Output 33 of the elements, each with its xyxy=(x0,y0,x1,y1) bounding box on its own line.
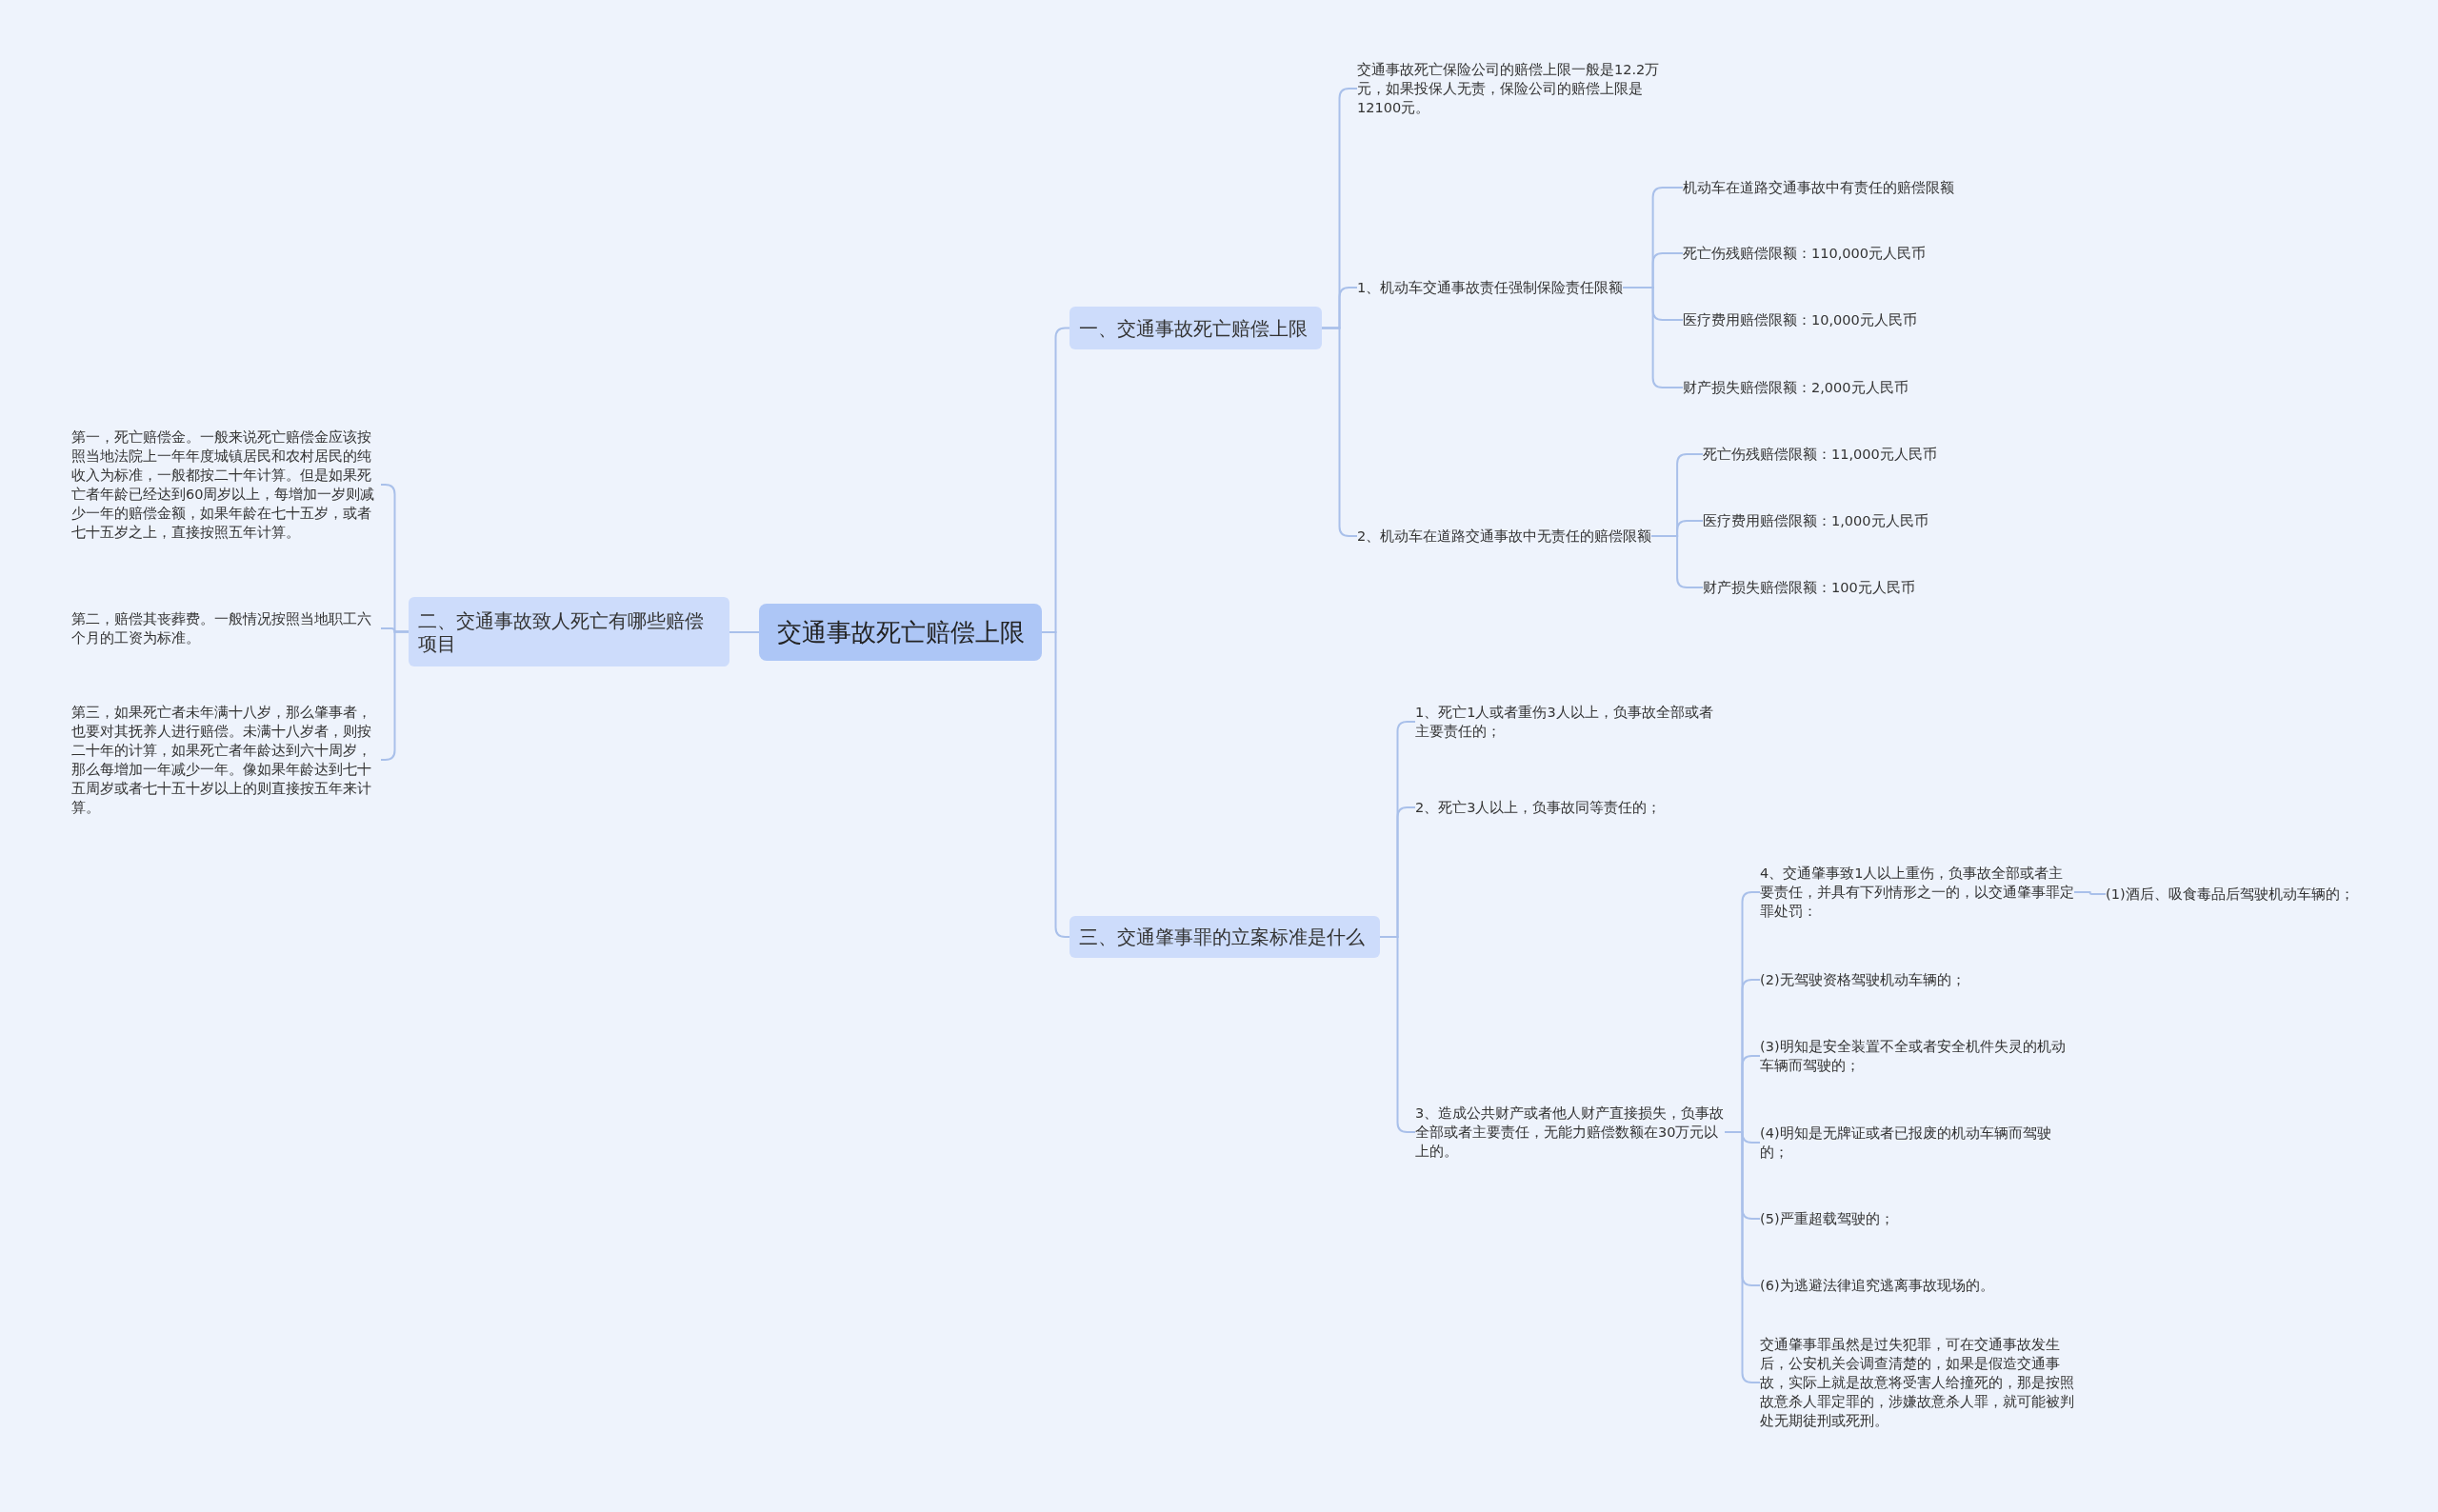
subtopic-text: 交通事故死亡保险公司的赔偿上限一般是12.2万元，如果投保人无责，保险公司的赔偿上限是12100元。 xyxy=(1357,60,1671,117)
subtopic-text: (3)明知是安全装置不全或者安全机件失灵的机动车辆而驾驶的； xyxy=(1760,1037,2074,1075)
connector-line xyxy=(1622,287,1684,388)
subtopic-text: (6)为逃避法律追究逃离事故现场的。 xyxy=(1760,1276,1994,1295)
subtopic-text: (5)严重超载驾驶的； xyxy=(1760,1209,1894,1228)
subtopic-text: 2、机动车在道路交通事故中无责任的赔偿限额 xyxy=(1357,527,1652,546)
subtopic-text: 2、死亡3人以上，负事故同等责任的； xyxy=(1415,798,1662,817)
subtopic-text: 3、造成公共财产或者他人财产直接损失，负事故全部或者主要责任，无能力赔偿数额在30万元以上的。 xyxy=(1415,1104,1725,1161)
subtopic-text: 第二，赔偿其丧葬费。一般情况按照当地职工六个月的工资为标准。 xyxy=(71,609,381,647)
subtopic-text: 医疗费用赔偿限额：1,000元人民币 xyxy=(1703,511,1928,530)
subtopic-text: 1、死亡1人或者重伤3人以上，负事故全部或者主要责任的； xyxy=(1415,703,1725,741)
topic-box: 三、交通肇事罪的立案标准是什么 xyxy=(1069,916,1380,958)
subtopic-text: 1、机动车交通事故责任强制保险责任限额 xyxy=(1357,278,1624,297)
subtopic-text: 死亡伤残赔偿限额：11,000元人民币 xyxy=(1703,445,1937,464)
subtopic-text: 机动车在道路交通事故中有责任的赔偿限额 xyxy=(1683,178,1954,197)
subtopic-text: 交通肇事罪虽然是过失犯罪，可在交通事故发生后，公安机关会调查清楚的，如果是假造交通事故，实际上就是故意将受害人给撞死的，那是按照故意杀人罪定罪的，涉嫌故意杀人罪，就可能被判处无期徒刑或死刑。 xyxy=(1760,1335,2074,1430)
connector-line xyxy=(729,631,760,633)
connector-line xyxy=(380,630,410,761)
topic-box: 二、交通事故致人死亡有哪些赔偿项目 xyxy=(409,597,729,666)
connector-line xyxy=(1041,631,1070,938)
central-topic-box: 交通事故死亡赔偿上限 xyxy=(759,604,1042,661)
subtopic-text: 死亡伤残赔偿限额：110,000元人民币 xyxy=(1683,244,1926,263)
subtopic-text: 第一，死亡赔偿金。一般来说死亡赔偿金应该按照当地法院上一年年度城镇居民和农村居民的纯收入为标准，一般都按二十年计算。但是如果死亡者年龄已经达到60周岁以上，每增加一岁则减少一年的赔偿金额，如果年龄在七十五岁，或者七十五岁之上，直接按照五年计算。 xyxy=(71,428,381,542)
subtopic-text: 财产损失赔偿限额：2,000元人民币 xyxy=(1683,378,1908,397)
subtopic-text: (1)酒后、吸食毒品后驾驶机动车辆的； xyxy=(2106,885,2354,904)
connector-line xyxy=(2073,891,2107,895)
subtopic-text: 4、交通肇事致1人以上重伤，负事故全部或者主要责任，并具有下列情形之一的，以交通肇事罪定罪处罚： xyxy=(1760,864,2074,921)
topic-box: 一、交通事故死亡赔偿上限 xyxy=(1069,307,1322,349)
subtopic-text: 医疗费用赔偿限额：10,000元人民币 xyxy=(1683,310,1917,329)
subtopic-text: 第三，如果死亡者未年满十八岁，那么肇事者，也要对其抚养人进行赔偿。未满十八岁者，则按二十年的计算，如果死亡者年龄达到六十周岁，那么每增加一年减少一年。像如果年龄达到七十五周岁或者七十五十岁以上的则直接按五年来计算。 xyxy=(71,703,381,817)
subtopic-text: (2)无驾驶资格驾驶机动车辆的； xyxy=(1760,970,1966,989)
subtopic-text: 财产损失赔偿限额：100元人民币 xyxy=(1703,578,1915,597)
subtopic-text: (4)明知是无牌证或者已报废的机动车辆而驾驶的； xyxy=(1760,1124,2074,1162)
